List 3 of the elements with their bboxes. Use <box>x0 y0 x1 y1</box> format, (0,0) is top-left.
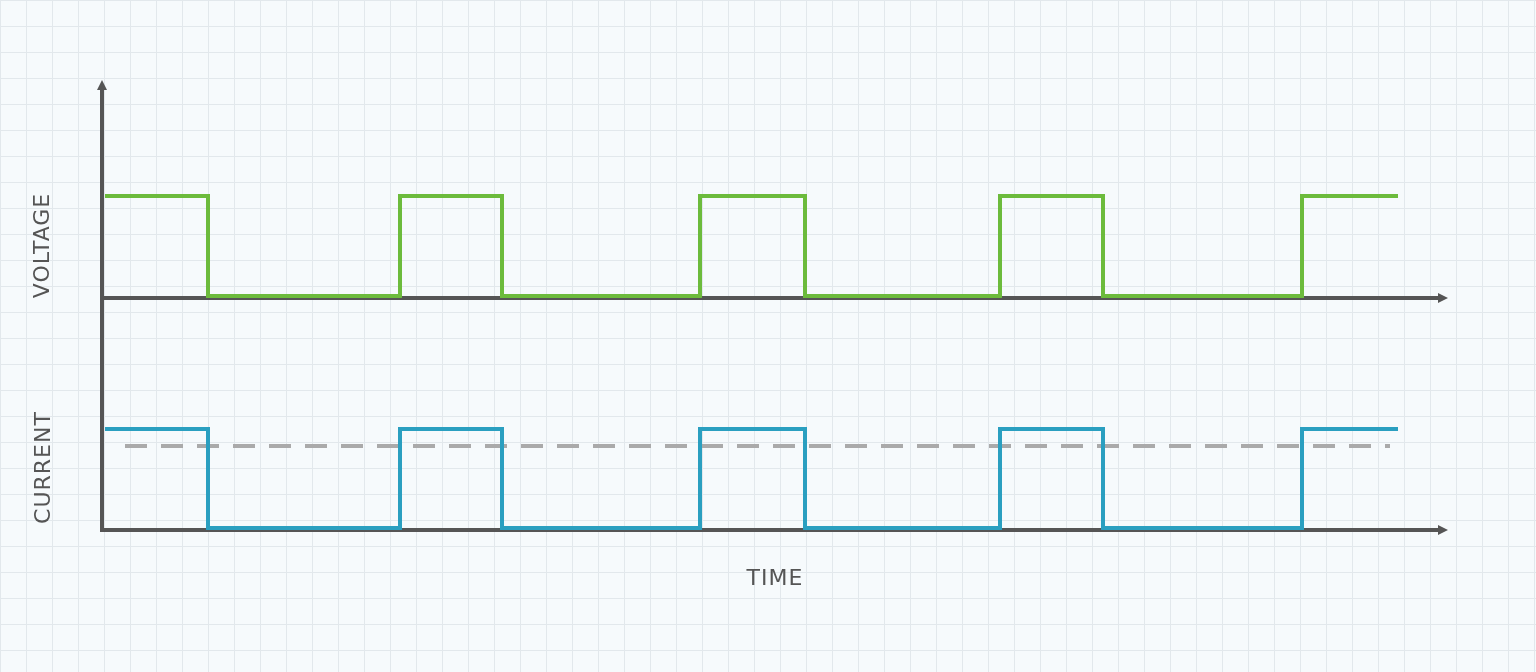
axis-label: CURRENT <box>29 410 55 524</box>
axis-label: TIME <box>746 564 804 590</box>
axis-label: VOLTAGE <box>29 192 55 298</box>
